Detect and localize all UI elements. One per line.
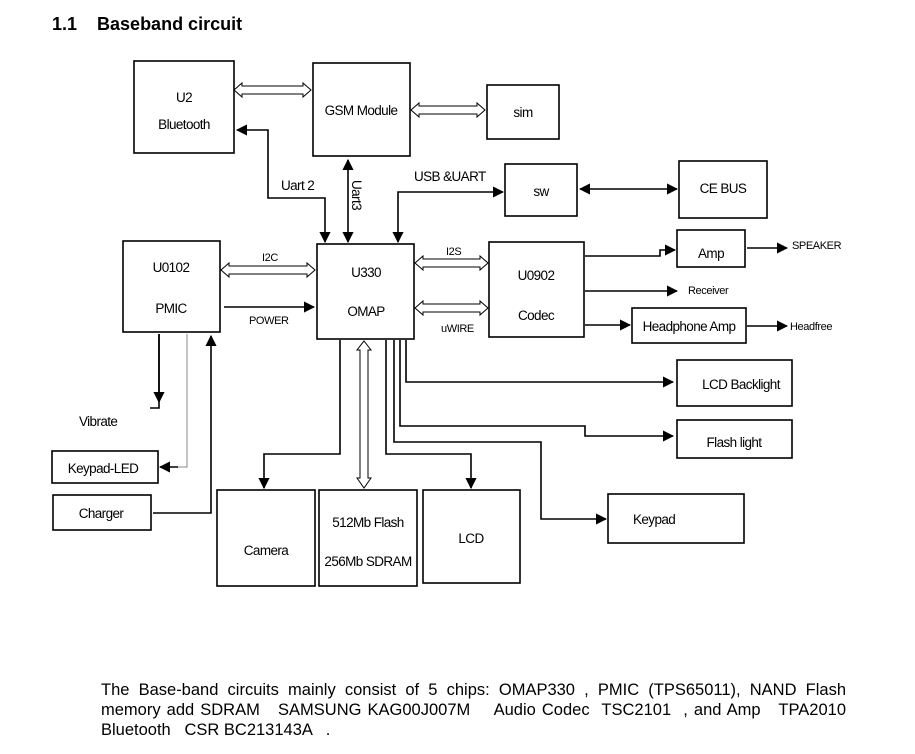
lcd-backlight-label: LCD Backlight bbox=[702, 377, 781, 392]
codec-amp-line bbox=[585, 244, 677, 257]
u0102-label: U0102 bbox=[153, 260, 190, 275]
u2-label: U2 bbox=[176, 90, 192, 105]
pmic-keypadled-line bbox=[160, 334, 188, 468]
bluetooth-label: Bluetooth bbox=[158, 117, 210, 132]
lcd-label: LCD bbox=[458, 531, 484, 546]
pmic-label: PMIC bbox=[155, 301, 187, 316]
power-label: POWER bbox=[249, 315, 289, 327]
charger-label: Charger bbox=[79, 506, 125, 521]
cebus-label: CE BUS bbox=[700, 181, 747, 196]
speaker-label: SPEAKER bbox=[792, 240, 842, 252]
flash-light-label: Flash light bbox=[707, 435, 763, 450]
connections bbox=[150, 124, 789, 525]
uwire-label: uWIRE bbox=[441, 323, 474, 335]
gsm-sim-bus bbox=[410, 101, 486, 119]
headfree-label: Headfree bbox=[790, 321, 832, 333]
baseband-block-diagram: U2 Bluetooth GSM Module sim sw CE BUS U0… bbox=[51, 60, 842, 587]
bt-gsm-bus bbox=[233, 81, 312, 99]
caption-paragraph: The Base-band circuits mainly consist of… bbox=[101, 681, 869, 739]
block-headphone-amp: Headphone Amp bbox=[631, 307, 747, 344]
omap-lcdbl-line bbox=[405, 340, 675, 388]
block-u2: U2 Bluetooth bbox=[133, 60, 235, 154]
camera-label: Camera bbox=[244, 543, 290, 558]
uwire-bus bbox=[414, 299, 489, 317]
keypad-label: Keypad bbox=[633, 512, 675, 527]
omap-keypad-line bbox=[393, 340, 608, 525]
block-flash-light: Flash light bbox=[676, 419, 793, 459]
uart2-label: Uart 2 bbox=[281, 178, 314, 193]
omap-camera-line bbox=[258, 340, 341, 490]
memory-bus bbox=[355, 340, 373, 489]
omap-lcd-line bbox=[385, 340, 477, 490]
keypad-led-label: Keypad-LED bbox=[68, 461, 139, 476]
usb-uart-label: USB &UART bbox=[414, 169, 486, 184]
section-title: Baseband circuit bbox=[97, 14, 243, 34]
gsm-module-label: GSM Module bbox=[325, 103, 398, 118]
u0902-label: U0902 bbox=[518, 268, 555, 283]
receiver-label: Receiver bbox=[688, 285, 729, 297]
uart2-line bbox=[235, 124, 331, 244]
uart3-label: Uart3 bbox=[349, 180, 364, 210]
block-codec: U0902 Codec bbox=[488, 241, 585, 338]
bus-arrows bbox=[220, 81, 489, 489]
vibrate-label: Vibrate bbox=[79, 414, 117, 429]
block-keypad: Keypad bbox=[607, 493, 745, 544]
block-sw: sw bbox=[504, 163, 578, 217]
i2s-label: I2S bbox=[446, 246, 461, 258]
omap-label: OMAP bbox=[347, 304, 385, 319]
sdram-label: 256Mb SDRAM bbox=[324, 554, 412, 569]
block-pmic: U0102 PMIC bbox=[122, 240, 221, 333]
sw-label: sw bbox=[533, 184, 549, 199]
block-charger: Charger bbox=[52, 494, 152, 531]
usb-uart-line bbox=[392, 186, 505, 244]
block-omap: U330 OMAP bbox=[316, 243, 415, 340]
charger-pmic-line bbox=[153, 334, 217, 514]
block-lcd: LCD bbox=[422, 489, 521, 584]
section-heading: 1.1 Baseband circuit bbox=[52, 14, 242, 35]
section-number: 1.1 bbox=[52, 14, 78, 34]
i2c-label: I2C bbox=[262, 252, 278, 264]
block-cebus: CE BUS bbox=[678, 160, 768, 219]
omap-flashlight-line bbox=[399, 340, 675, 442]
amp-label: Amp bbox=[698, 246, 724, 261]
block-keypad-led: Keypad-LED bbox=[51, 450, 159, 484]
u330-label: U330 bbox=[351, 265, 381, 280]
pmic-vibrate-line bbox=[150, 334, 160, 409]
codec-label: Codec bbox=[518, 308, 555, 323]
headphone-amp-label: Headphone Amp bbox=[643, 319, 736, 334]
block-memory: 512Mb Flash 256Mb SDRAM bbox=[318, 489, 418, 587]
block-gsm-module: GSM Module bbox=[312, 62, 411, 157]
block-amp: Amp bbox=[676, 229, 746, 268]
block-sim: sim bbox=[486, 84, 560, 140]
i2c-bus bbox=[220, 261, 316, 279]
i2s-bus bbox=[414, 254, 489, 272]
flash-memory-label: 512Mb Flash bbox=[332, 515, 404, 530]
block-lcd-backlight: LCD Backlight bbox=[676, 359, 793, 407]
sim-label: sim bbox=[513, 105, 533, 120]
signal-labels: Uart 2 Uart3 USB &UART I2C POWER I2S uWI… bbox=[79, 169, 842, 429]
block-camera: Camera bbox=[216, 489, 316, 587]
